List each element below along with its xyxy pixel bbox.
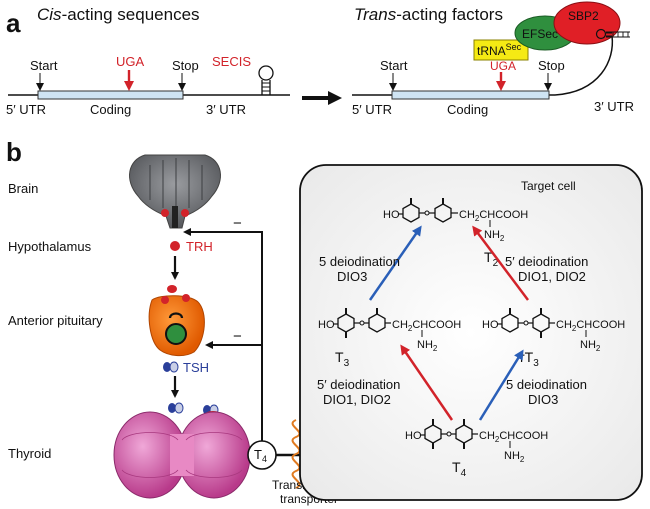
sbp2-ellipse (553, 1, 621, 45)
rt3-molecule: HO CH2CHCOOH NH2 (482, 308, 625, 353)
brain-label: Brain (8, 181, 38, 196)
thyroid-shape (113, 411, 251, 499)
t4-circle (247, 440, 277, 470)
tsh-cell (165, 323, 187, 345)
deiodination-rt3-t2-line2: DIO1, DIO2 (518, 269, 586, 284)
cis-coding-label: Coding (90, 102, 131, 117)
trans-coding-region (391, 90, 550, 100)
cis-coding-region (37, 90, 184, 100)
svg-text:HO: HO (405, 430, 422, 442)
tsh-label: TSH (183, 360, 209, 375)
deiodination-t4-t3-line2: DIO1, DIO2 (323, 392, 391, 407)
trans-3utr-label: 3′ UTR (594, 99, 634, 114)
svg-text:CH2CHCOOH: CH2CHCOOH (556, 319, 625, 333)
trh-dot (181, 209, 189, 217)
trna-sec-box (473, 39, 529, 61)
svg-text:HO: HO (318, 319, 335, 331)
transition-arrow-head (328, 91, 342, 105)
panel-a-label: a (6, 8, 21, 38)
trh-dot (170, 241, 180, 251)
target-cell (299, 164, 643, 501)
efsec-label: EFSec (522, 27, 558, 41)
thyroid-label: Thyroid (8, 446, 51, 461)
feedback-minus-2: − (233, 328, 242, 345)
arrow-t3-to-t2 (368, 225, 422, 301)
svg-text:NH2: NH2 (484, 229, 505, 243)
cis-start-label: Start (30, 58, 58, 73)
svg-text:HO: HO (383, 209, 400, 221)
deiodination-t4-rt3-line2: DIO3 (528, 392, 558, 407)
svg-text:NH2: NH2 (504, 450, 525, 464)
tsh-molecule (163, 361, 179, 373)
svg-text:NH2: NH2 (417, 339, 438, 353)
deiodination-t3-t2-line1: 5 deiodination (319, 254, 400, 269)
t4-label: T4 (452, 459, 467, 479)
t2-label: T2 (484, 249, 499, 269)
cis-title: Cis-acting sequences (37, 5, 200, 24)
cis-5utr-label: 5′ UTR (6, 102, 46, 117)
t4-molecule: HO CH2CHCOOH NH2 (405, 419, 548, 464)
arrow-t4-to-t3 (400, 344, 454, 421)
sbp2-label: SBP2 (568, 9, 599, 23)
trans-stop-label: Stop (538, 58, 565, 73)
deiodination-t3-t2-line2: DIO3 (337, 269, 367, 284)
arrow-rt3-to-t2 (472, 225, 529, 301)
cis-secis-label: SECIS (212, 54, 251, 69)
hypothalamus-label: Hypothalamus (8, 239, 92, 254)
cis-3utr-label: 3′ UTR (206, 102, 246, 117)
feedback-minus-1: − (233, 215, 242, 232)
trans-3utr-curve (554, 35, 614, 96)
svg-text:CH2CHCOOH: CH2CHCOOH (459, 209, 528, 223)
cis-secis-loop (258, 65, 274, 81)
t4-circle-label: T4 (254, 447, 267, 464)
t2-molecule: HO CH2CHCOOH NH2 (383, 198, 528, 243)
anterior-pituitary-label: Anterior pituitary (8, 313, 103, 328)
svg-text:NH2: NH2 (580, 339, 601, 353)
trna-sec-label: tRNASec (477, 42, 522, 58)
target-cell-label: Target cell (521, 179, 576, 193)
cis-stop-label: Stop (172, 58, 199, 73)
deiodination-t4-t3-line1: 5′ deiodination (317, 377, 400, 392)
trans-5utr-label: 5′ UTR (352, 102, 392, 117)
svg-text:CH2CHCOOH: CH2CHCOOH (479, 430, 548, 444)
arrow-t4-to-rt3 (478, 349, 524, 421)
t3-molecule: HO CH2CHCOOH NH2 (318, 308, 461, 353)
trh-dot (161, 209, 169, 217)
trans-start-label: Start (380, 58, 408, 73)
svg-text:CH2CHCOOH: CH2CHCOOH (392, 319, 461, 333)
svg-text:HO: HO (482, 319, 499, 331)
panel-b-label: b (6, 137, 22, 167)
trh-label: TRH (186, 239, 213, 254)
cis-uga-label: UGA (116, 54, 145, 69)
trans-coding-label: Coding (447, 102, 488, 117)
deiodination-t4-rt3-line1: 5 deiodination (506, 377, 587, 392)
deiodination-rt3-t2-line1: 5′ deiodination (505, 254, 588, 269)
t3-label: T3 (335, 349, 350, 369)
trans-title: Trans-acting factors (354, 5, 503, 24)
trans-uga-label: UGA (490, 59, 516, 73)
brain-shape (129, 154, 221, 229)
